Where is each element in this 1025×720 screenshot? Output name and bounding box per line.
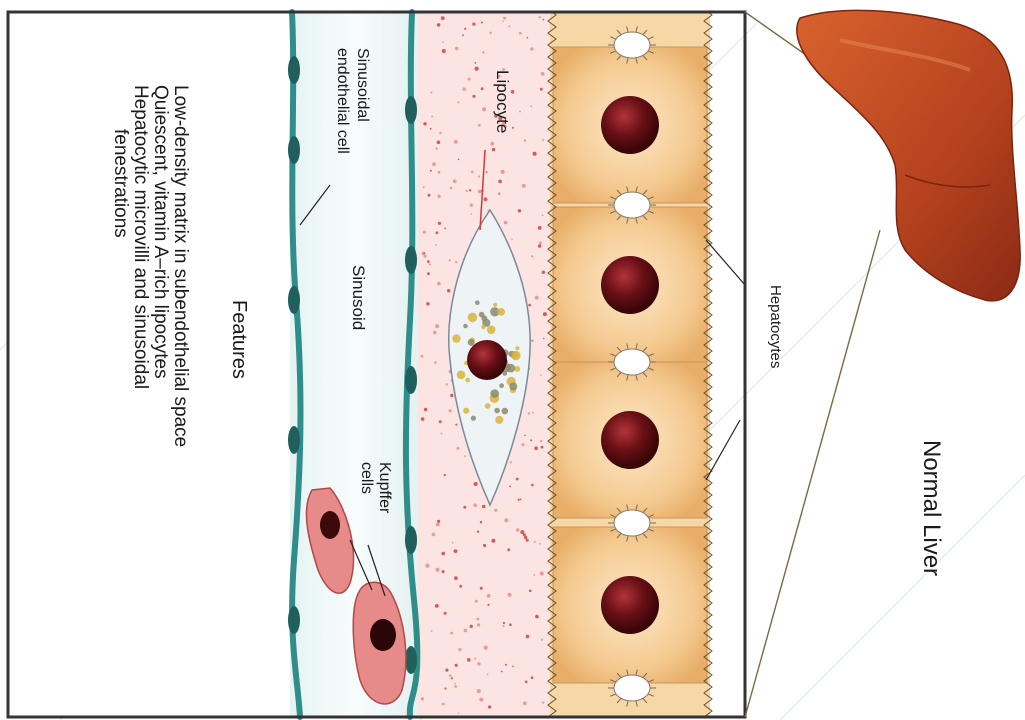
feature-line: fenestrations	[110, 85, 130, 447]
feature-line: Hepatocytic microvilli and sinusoidal	[130, 85, 150, 447]
lipocyte-label: Lipocyte	[492, 70, 512, 133]
sinusoid-label: Sinusoid	[348, 265, 368, 330]
hepatocytes-label: Hepatocytes	[767, 285, 784, 368]
hepatocyte-cells	[553, 26, 707, 706]
kupffer-cells-label: Kupffer cells	[357, 462, 393, 513]
features-list: Low-density matrix in subendothelial spa…	[110, 85, 190, 447]
hepatocyte-nucleus	[601, 411, 659, 469]
hepatocyte-nucleus	[601, 96, 659, 154]
feature-line: Quiescent, vitamin A–rich lipocytes	[150, 85, 170, 447]
hepatocyte-nucleus	[601, 576, 659, 634]
liver-organ	[797, 10, 1020, 301]
zoom-lines	[745, 12, 880, 717]
feature-line: Low-density matrix in subendothelial spa…	[170, 85, 190, 447]
hepatocyte-nucleus	[601, 256, 659, 314]
diagram-title: Normal Liver	[917, 440, 945, 576]
features-heading: Features	[227, 300, 250, 379]
sinusoidal-endothelial-cell-label: Sinusoidal endothelial cell	[332, 48, 372, 154]
